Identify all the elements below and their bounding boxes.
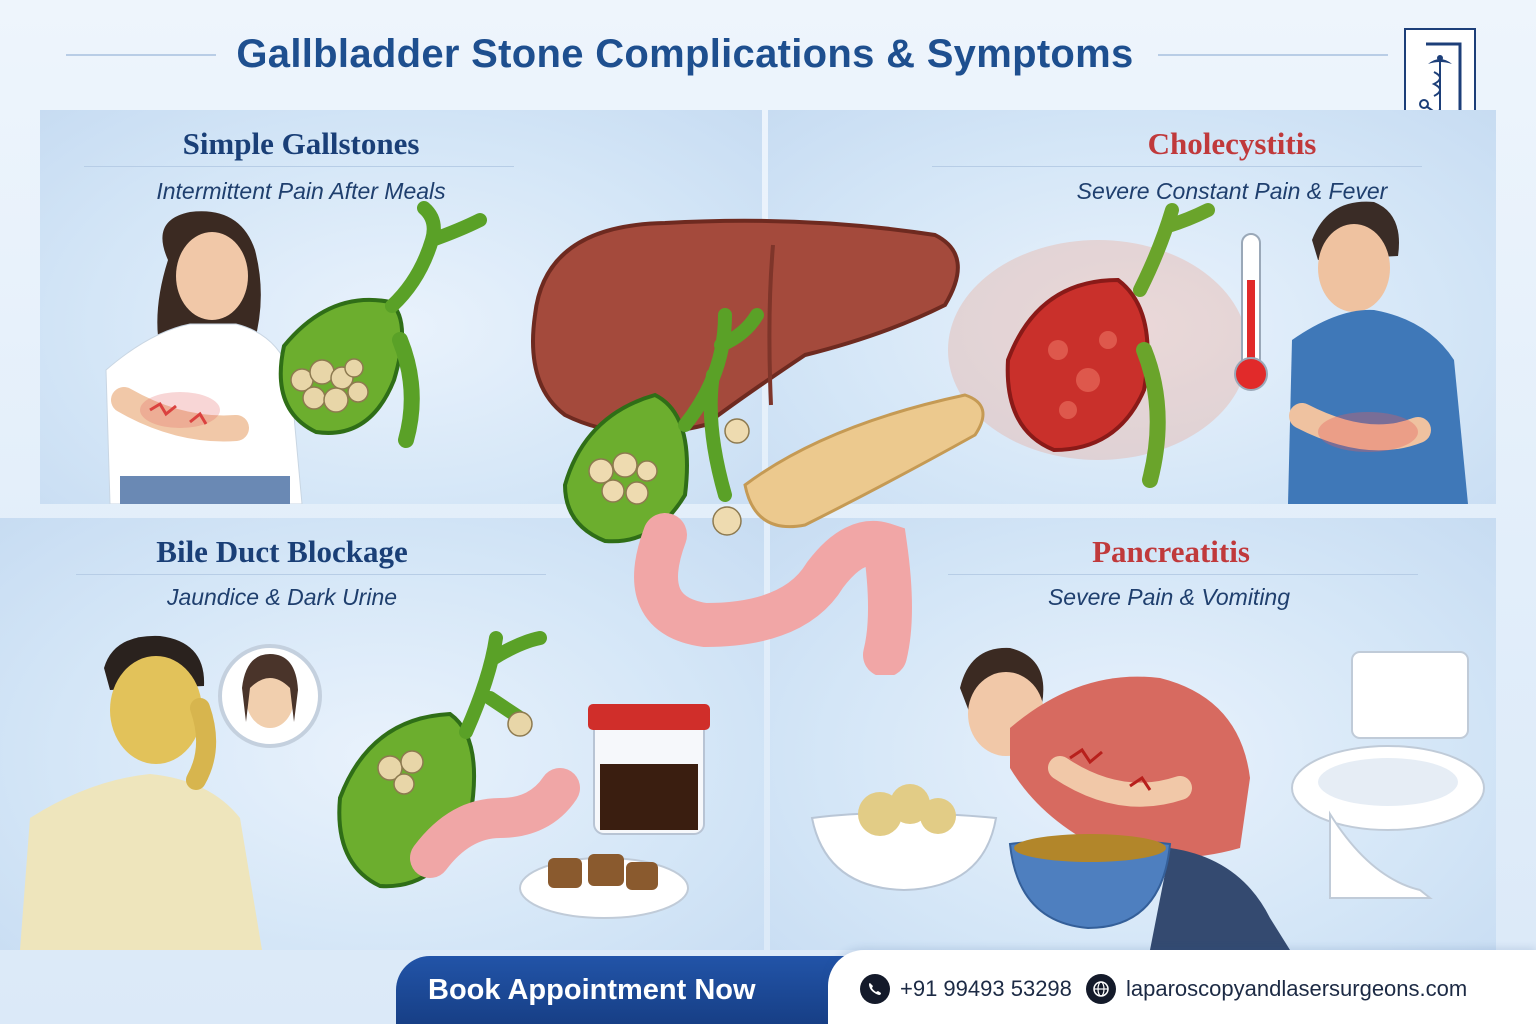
website-contact[interactable]: laparoscopyandlasersurgeons.com — [1086, 974, 1467, 1004]
phone-contact[interactable]: +91 99493 53298 — [860, 974, 1072, 1004]
phone-number: +91 99493 53298 — [900, 976, 1072, 1001]
divider — [84, 166, 514, 167]
panel-bile-duct-blockage: Bile Duct Blockage Jaundice & Dark Urine — [0, 518, 764, 950]
inflamed-gallbladder-fever-illustration — [948, 201, 1468, 504]
panel-subtitle: Severe Pain & Vomiting — [1047, 584, 1291, 610]
header: Gallbladder Stone Complications & Sympto… — [0, 18, 1536, 88]
panel-title: Pancreatitis — [1092, 534, 1250, 569]
panel-title: Cholecystitis — [1147, 126, 1317, 161]
panel-title: Bile Duct Blockage — [156, 534, 408, 569]
liver-gallbladder-pancreas-illustration — [531, 218, 985, 675]
globe-icon — [1086, 974, 1116, 1004]
woman-abdominal-pain-illustration — [105, 201, 487, 504]
title-rule-right — [1158, 54, 1388, 56]
book-appointment-button[interactable]: Book Appointment Now — [396, 956, 866, 1024]
divider — [76, 574, 546, 575]
panel-subtitle: Severe Constant Pain & Fever — [1076, 178, 1388, 204]
vomiting-illustration — [810, 647, 1485, 950]
panel-subtitle: Jaundice & Dark Urine — [166, 584, 398, 610]
panel-title: Simple Gallstones — [182, 126, 420, 161]
divider — [948, 574, 1418, 575]
panel-subtitle: Intermittent Pain After Meals — [156, 178, 446, 204]
contact-bar: +91 99493 53298 laparoscopyandlasersurge… — [828, 950, 1536, 1024]
page-title: Gallbladder Stone Complications & Sympto… — [236, 32, 1134, 76]
panel-pancreatitis: Pancreatitis Severe Pain & Vomiting — [770, 518, 1496, 950]
jaundice-dark-urine-illustration — [20, 631, 710, 950]
divider — [932, 166, 1422, 167]
website-link: laparoscopyandlasersurgeons.com — [1126, 976, 1468, 1001]
phone-icon — [860, 974, 890, 1004]
title-rule-left — [66, 54, 216, 56]
